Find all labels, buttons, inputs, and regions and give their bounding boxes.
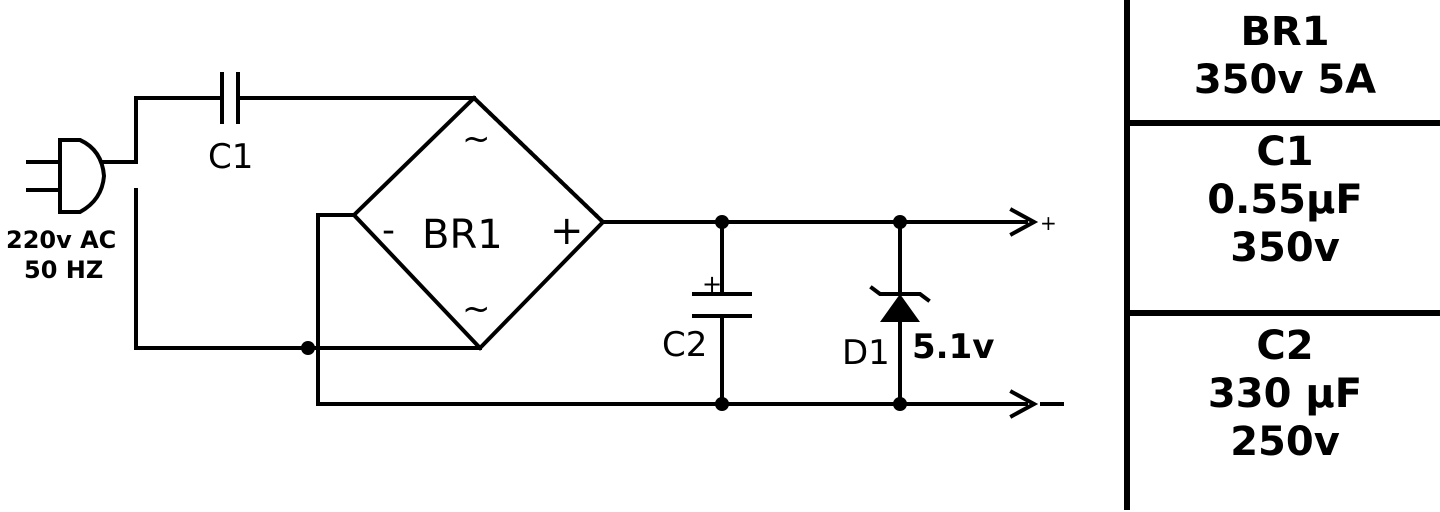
input-voltage-label: 220v AC: [6, 226, 116, 254]
br1-ac-top: ~: [462, 119, 491, 159]
components-table: BR1 350v 5A C1 0.55µF 350v C2 330 µF 250…: [1124, 0, 1440, 510]
component-name: C2: [1256, 323, 1314, 369]
capacitor-c1-icon: [220, 72, 240, 124]
d1-label: D1: [842, 333, 890, 373]
output-minus: -: [1058, 407, 1059, 409]
component-rating: 0.55µF: [1207, 177, 1363, 223]
component-rating: 330 µF: [1207, 371, 1363, 417]
component-rating: 250v: [1230, 419, 1340, 465]
component-name: C1: [1256, 129, 1314, 175]
d1-value: 5.1v: [912, 327, 994, 367]
br1-label: BR1: [422, 212, 503, 258]
br1-ac-bottom: ~: [462, 289, 491, 329]
br1-plus: +: [550, 208, 584, 254]
component-rating: 350v: [1230, 225, 1340, 271]
br1-minus: -: [382, 210, 395, 251]
capacitor-c2-icon: [692, 292, 752, 318]
c2-polarity: +: [702, 270, 722, 298]
zener-diode-d1-icon: [869, 285, 931, 322]
component-rating: 350v 5A: [1193, 57, 1377, 103]
c1-label: C1: [208, 137, 253, 177]
component-cell-c2: C2 330 µF 250v: [1130, 310, 1440, 512]
wires: [134, 96, 1028, 406]
output-plus: +: [1040, 211, 1057, 235]
component-name: BR1: [1240, 9, 1330, 55]
component-cell-c1: C1 0.55µF 350v: [1130, 120, 1440, 300]
bridge-rectifier-icon: [351, 95, 606, 351]
junction-dots: [301, 215, 907, 411]
c2-label: C2: [662, 325, 707, 365]
component-cell-br1: BR1 350v 5A: [1130, 8, 1440, 120]
input-frequency-label: 50 HZ: [24, 256, 103, 284]
output-arrows: [1009, 207, 1064, 419]
ac-plug-icon: [26, 138, 138, 214]
